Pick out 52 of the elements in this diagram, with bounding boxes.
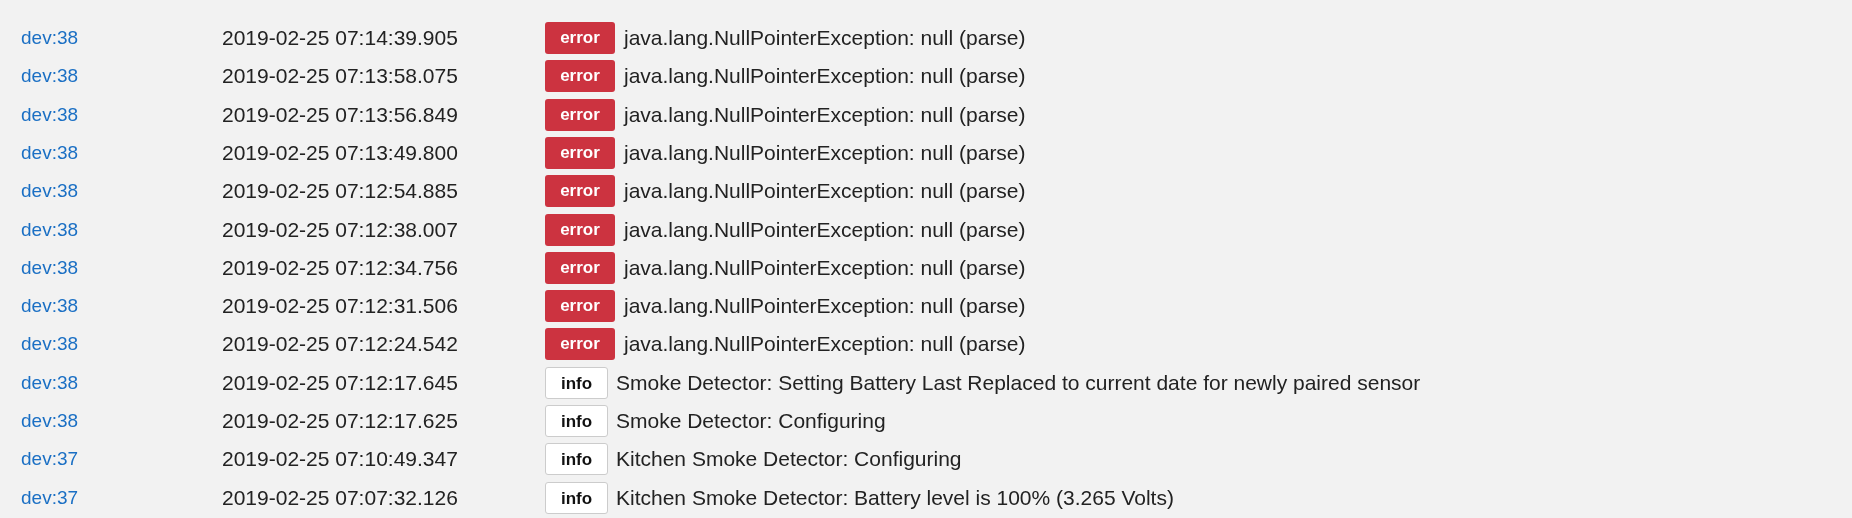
timestamp: 2019-02-25 07:12:24.542 [222, 331, 458, 358]
error-badge: error [545, 290, 615, 323]
log-message: java.lang.NullPointerException: null (parse) [624, 216, 1026, 243]
timestamp: 2019-02-25 07:13:56.849 [222, 101, 458, 128]
timestamp: 2019-02-25 07:10:49.347 [222, 446, 458, 473]
log-message: java.lang.NullPointerException: null (parse) [624, 139, 1026, 166]
timestamp: 2019-02-25 07:13:49.800 [222, 139, 458, 166]
timestamp: 2019-02-25 07:12:54.885 [222, 178, 458, 205]
device-link: dev:38 [21, 179, 79, 204]
timestamp: 2019-02-25 07:12:17.625 [222, 408, 458, 434]
log-message: Smoke Detector: Configuring [616, 408, 886, 434]
timestamp: 2019-02-25 07:12:31.506 [222, 293, 458, 320]
error-badge: error [545, 60, 615, 93]
error-badge: error [545, 251, 615, 284]
device-link: dev:38 [21, 217, 79, 242]
device-link: dev:38 [21, 409, 79, 433]
device-link: dev:37 [21, 485, 79, 510]
error-badge: error [545, 328, 615, 361]
log-message: java.lang.NullPointerException: null (parse) [624, 254, 1026, 281]
error-badge: error [545, 98, 615, 131]
error-badge: error [545, 213, 615, 246]
error-badge: error [545, 136, 615, 169]
info-badge: info [545, 405, 608, 437]
log-message: java.lang.NullPointerException: null (parse) [624, 331, 1026, 358]
device-link: dev:38 [21, 294, 79, 319]
log-message: java.lang.NullPointerException: null (parse) [624, 101, 1026, 128]
device-link: dev:37 [21, 447, 79, 472]
device-link: dev:38 [21, 370, 79, 395]
timestamp: 2019-02-25 07:07:32.126 [222, 484, 458, 511]
timestamp: 2019-02-25 07:12:38.007 [222, 216, 458, 243]
info-badge: info [545, 443, 608, 476]
timestamp: 2019-02-25 07:12:34.756 [222, 254, 458, 281]
device-link: dev:38 [21, 332, 79, 357]
log-message: java.lang.NullPointerException: null (parse) [624, 25, 1026, 51]
log-message: java.lang.NullPointerException: null (parse) [624, 293, 1026, 320]
log-message: Kitchen Smoke Detector: Configuring [616, 446, 962, 473]
info-badge: info [545, 481, 608, 514]
device-link: dev:38 [21, 255, 79, 280]
log-message: java.lang.NullPointerException: null (parse) [624, 63, 1026, 90]
device-link: dev:38 [21, 26, 79, 50]
device-link: dev:38 [21, 140, 79, 165]
log-message: Kitchen Smoke Detector: Battery level is 100% (3.265 Volts) [616, 484, 1174, 511]
error-badge: error [545, 175, 615, 208]
timestamp: 2019-02-25 07:13:58.075 [222, 63, 458, 90]
device-link: dev:38 [21, 102, 79, 127]
device-link: dev:38 [21, 64, 79, 89]
info-badge: info [545, 366, 608, 399]
timestamp: 2019-02-25 07:14:39.905 [222, 25, 458, 51]
timestamp: 2019-02-25 07:12:17.645 [222, 369, 458, 396]
log-message: java.lang.NullPointerException: null (parse) [624, 178, 1026, 205]
log-message: Smoke Detector: Setting Battery Last Replaced to current date for newly paired sensor [616, 369, 1421, 396]
error-badge: error [545, 22, 615, 54]
